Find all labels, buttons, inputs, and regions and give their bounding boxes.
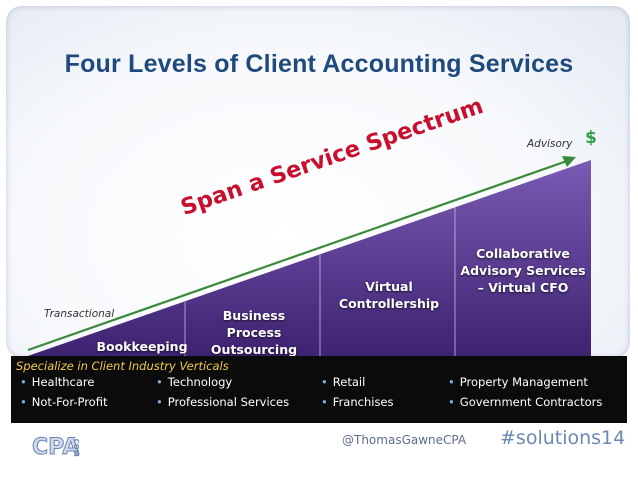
- bullet-dot: •: [448, 375, 455, 389]
- spectrum-arrowhead: [562, 156, 576, 167]
- bullet-dot: •: [321, 395, 328, 409]
- bullet-dot: •: [20, 395, 27, 409]
- bullet-dot: •: [156, 395, 163, 409]
- bullet-dot: •: [448, 395, 455, 409]
- level-business-process-outsourcing: Business Process Outsourcing: [210, 308, 298, 357]
- advisory-label: Advisory: [527, 138, 573, 150]
- spectrum-arrow-line: [27, 159, 568, 352]
- industry-verticals-panel: Specialize in Client Industry Verticals …: [11, 356, 627, 423]
- vertical-item: •Not-For-Profit: [20, 395, 108, 409]
- bullet-dot: •: [20, 375, 27, 389]
- svg-text:.COM: .COM: [72, 436, 80, 457]
- vertical-item: •Property Management: [448, 375, 588, 389]
- level-virtual-cfo: Collaborative Advisory Services – Virtua…: [460, 246, 586, 295]
- bullet-dot: •: [321, 375, 328, 389]
- vertical-item: •Professional Services: [156, 395, 290, 409]
- event-hashtag: #solutions14: [500, 427, 626, 449]
- svg-text:CPA: CPA: [32, 435, 79, 460]
- level-bookkeeping: Bookkeeping: [96, 339, 188, 354]
- level-virtual-controllership: Virtual Controllership: [338, 279, 440, 311]
- verticals-heading: Specialize in Client Industry Verticals: [16, 359, 229, 373]
- twitter-handle: @ThomasGawneCPA: [342, 433, 467, 447]
- service-wedge: [22, 160, 591, 358]
- slide-title: Four Levels of Client Accounting Service…: [64, 50, 574, 78]
- bullet-dot: •: [156, 375, 163, 389]
- vertical-item: •Healthcare: [20, 375, 95, 389]
- cpa-logo: CPA .COM: [32, 435, 81, 461]
- vertical-item: •Franchises: [321, 395, 394, 409]
- transactional-label: Transactional: [44, 308, 115, 320]
- vertical-item: •Government Contractors: [448, 395, 603, 409]
- dollar-icon: $: [585, 128, 597, 148]
- vertical-item: •Technology: [156, 375, 233, 389]
- vertical-item: •Retail: [321, 375, 366, 389]
